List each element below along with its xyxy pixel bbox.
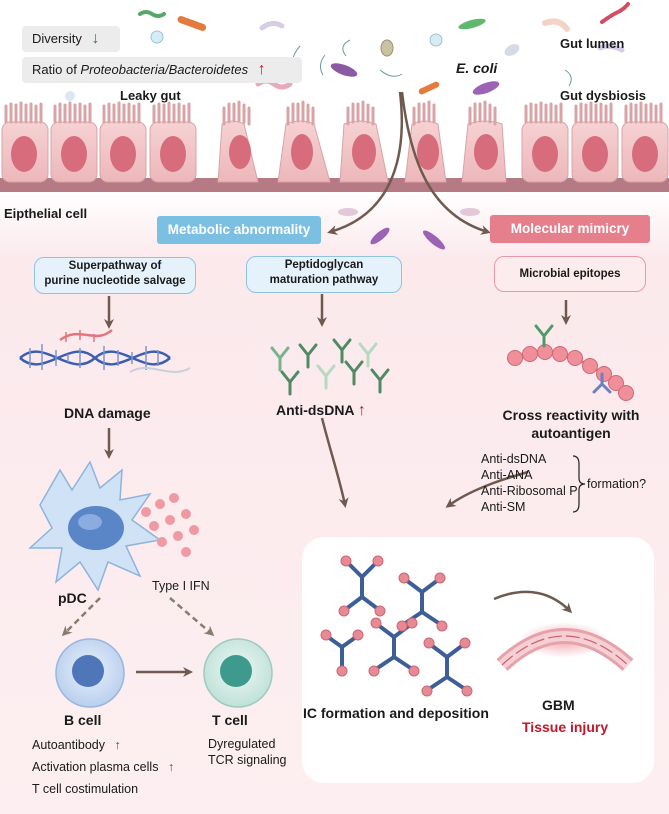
type1-ifn-label: Type I IFN bbox=[152, 579, 210, 593]
tcell-effect-line2: TCR signaling bbox=[208, 753, 287, 767]
diversity-label: Diversity bbox=[32, 31, 82, 46]
tcell-label: T cell bbox=[212, 712, 248, 728]
cross-line2: autoantigen bbox=[531, 425, 611, 441]
up-arrow-icon: ↑ bbox=[114, 738, 121, 752]
bracket bbox=[572, 455, 586, 513]
antibody-item: Anti-ANA bbox=[481, 468, 533, 482]
dna-damage-label: DNA damage bbox=[64, 405, 151, 421]
purine-line1: Superpathway of bbox=[68, 260, 162, 272]
epithelial-cell bbox=[621, 101, 669, 183]
purine-pathway-pill: Superpathway of purine nucleotide salvag… bbox=[34, 257, 196, 294]
dashed-arrow-to-tcell bbox=[169, 597, 215, 636]
metabolic-abnormality-header: Metabolic abnormality bbox=[157, 216, 321, 244]
ic-artwork bbox=[320, 555, 634, 697]
ecoli-label: E. coli bbox=[456, 60, 498, 76]
peptidoglycan-line2: maturation pathway bbox=[269, 274, 379, 286]
epithelial-cell bbox=[404, 100, 447, 183]
dna-damage-illustration bbox=[19, 329, 191, 373]
gut-dysbiosis-label: Gut dysbiosis bbox=[560, 88, 646, 103]
arrow-to-mimicry bbox=[400, 91, 491, 235]
antibody-item: Anti-dsDNA bbox=[481, 452, 547, 466]
epithelial-cell bbox=[277, 100, 331, 183]
antigen-dots bbox=[320, 555, 473, 697]
ratio-box: Ratio of Proteobacteria/Bacteroidetes ↑ bbox=[22, 57, 302, 83]
microbial-epitopes-pill: Microbial epitopes bbox=[494, 256, 646, 292]
epithelial-cell bbox=[1, 101, 49, 183]
epithelial-cell bbox=[571, 101, 619, 183]
ratio-taxa: Proteobacteria/Bacteroidetes bbox=[80, 62, 249, 77]
antibody-cluster bbox=[270, 338, 390, 396]
up-arrow-icon: ↑ bbox=[167, 760, 175, 774]
epithelial-cell bbox=[339, 100, 389, 183]
up-arrow-icon: ↑ bbox=[257, 61, 266, 78]
tcell-effect-line1: Dyregulated bbox=[208, 737, 276, 751]
arrow-antigen-to-ic bbox=[445, 470, 529, 508]
gbm-label: GBM bbox=[542, 697, 575, 713]
tcell-effects: Dyregulated TCR signaling bbox=[208, 736, 287, 768]
leaky-gut-label: Leaky gut bbox=[120, 88, 181, 103]
pdc-label: pDC bbox=[58, 590, 87, 606]
diversity-box: Diversity ↓ bbox=[22, 26, 120, 52]
epithelial-cell bbox=[521, 101, 569, 183]
bcell-effect-item: Activation plasma cells ↑ bbox=[32, 760, 175, 774]
antibody-item: Anti-Ribosomal P bbox=[481, 484, 578, 498]
peptidoglycan-line1: Peptidoglycan bbox=[284, 259, 364, 271]
epithelial-cell bbox=[50, 101, 98, 183]
arrow-ic-to-gbm bbox=[493, 590, 573, 614]
gbm-illustration bbox=[496, 622, 634, 672]
ic-formation-label: IC formation and deposition bbox=[303, 705, 489, 721]
anti-dsdna-outcome: Anti-dsDNA ↑ bbox=[276, 402, 366, 420]
autoantigen-chain bbox=[507, 324, 634, 401]
bacteria-group bbox=[65, 2, 630, 101]
ratio-prefix: Ratio of bbox=[32, 62, 81, 77]
purine-line2: purine nucleotide salvage bbox=[44, 275, 186, 287]
down-arrow-icon: ↓ bbox=[91, 30, 100, 47]
bcell-effect-item: T cell costimulation bbox=[32, 782, 139, 796]
epithelial-cell-label: Eipthelial cell bbox=[4, 206, 88, 221]
anti-dsdna-label: Anti-dsDNA bbox=[276, 402, 355, 418]
formation-label: formation? bbox=[587, 477, 647, 491]
molecular-mimicry-header: Molecular mimicry bbox=[490, 215, 650, 243]
arrow-antidsdna-to-ic bbox=[320, 417, 349, 508]
gut-lumen-label: Gut lumen bbox=[560, 36, 625, 51]
bcell-effects: Autoantibody ↑ Activation plasma cells ↑… bbox=[32, 734, 174, 800]
epithelial-cell bbox=[99, 101, 147, 183]
pdc-cell-illustration bbox=[28, 460, 199, 592]
bcell-label: B cell bbox=[64, 712, 102, 728]
dashed-arrow-to-bcell bbox=[61, 597, 101, 637]
epithelial-cell bbox=[217, 100, 259, 183]
antibody-item: Anti-SM bbox=[481, 500, 526, 514]
epithelial-cell bbox=[461, 100, 507, 183]
up-arrow-icon: ↑ bbox=[357, 402, 366, 419]
arrow-to-metabolic bbox=[327, 91, 404, 235]
epithelial-cell bbox=[149, 101, 197, 183]
epithelial-layer bbox=[0, 100, 669, 250]
peptidoglycan-pathway-pill: Peptidoglycan maturation pathway bbox=[246, 256, 402, 293]
tissue-injury-label: Tissue injury bbox=[522, 719, 609, 735]
bcell-effect-item: Autoantibody ↑ bbox=[32, 738, 121, 752]
antibody-list: Anti-dsDNA Anti-ANA Anti-Ribosomal P Ant… bbox=[481, 451, 578, 515]
cross-reactivity-label: Cross reactivity with autoantigen bbox=[496, 406, 646, 442]
cross-line1: Cross reactivity with bbox=[502, 407, 640, 423]
